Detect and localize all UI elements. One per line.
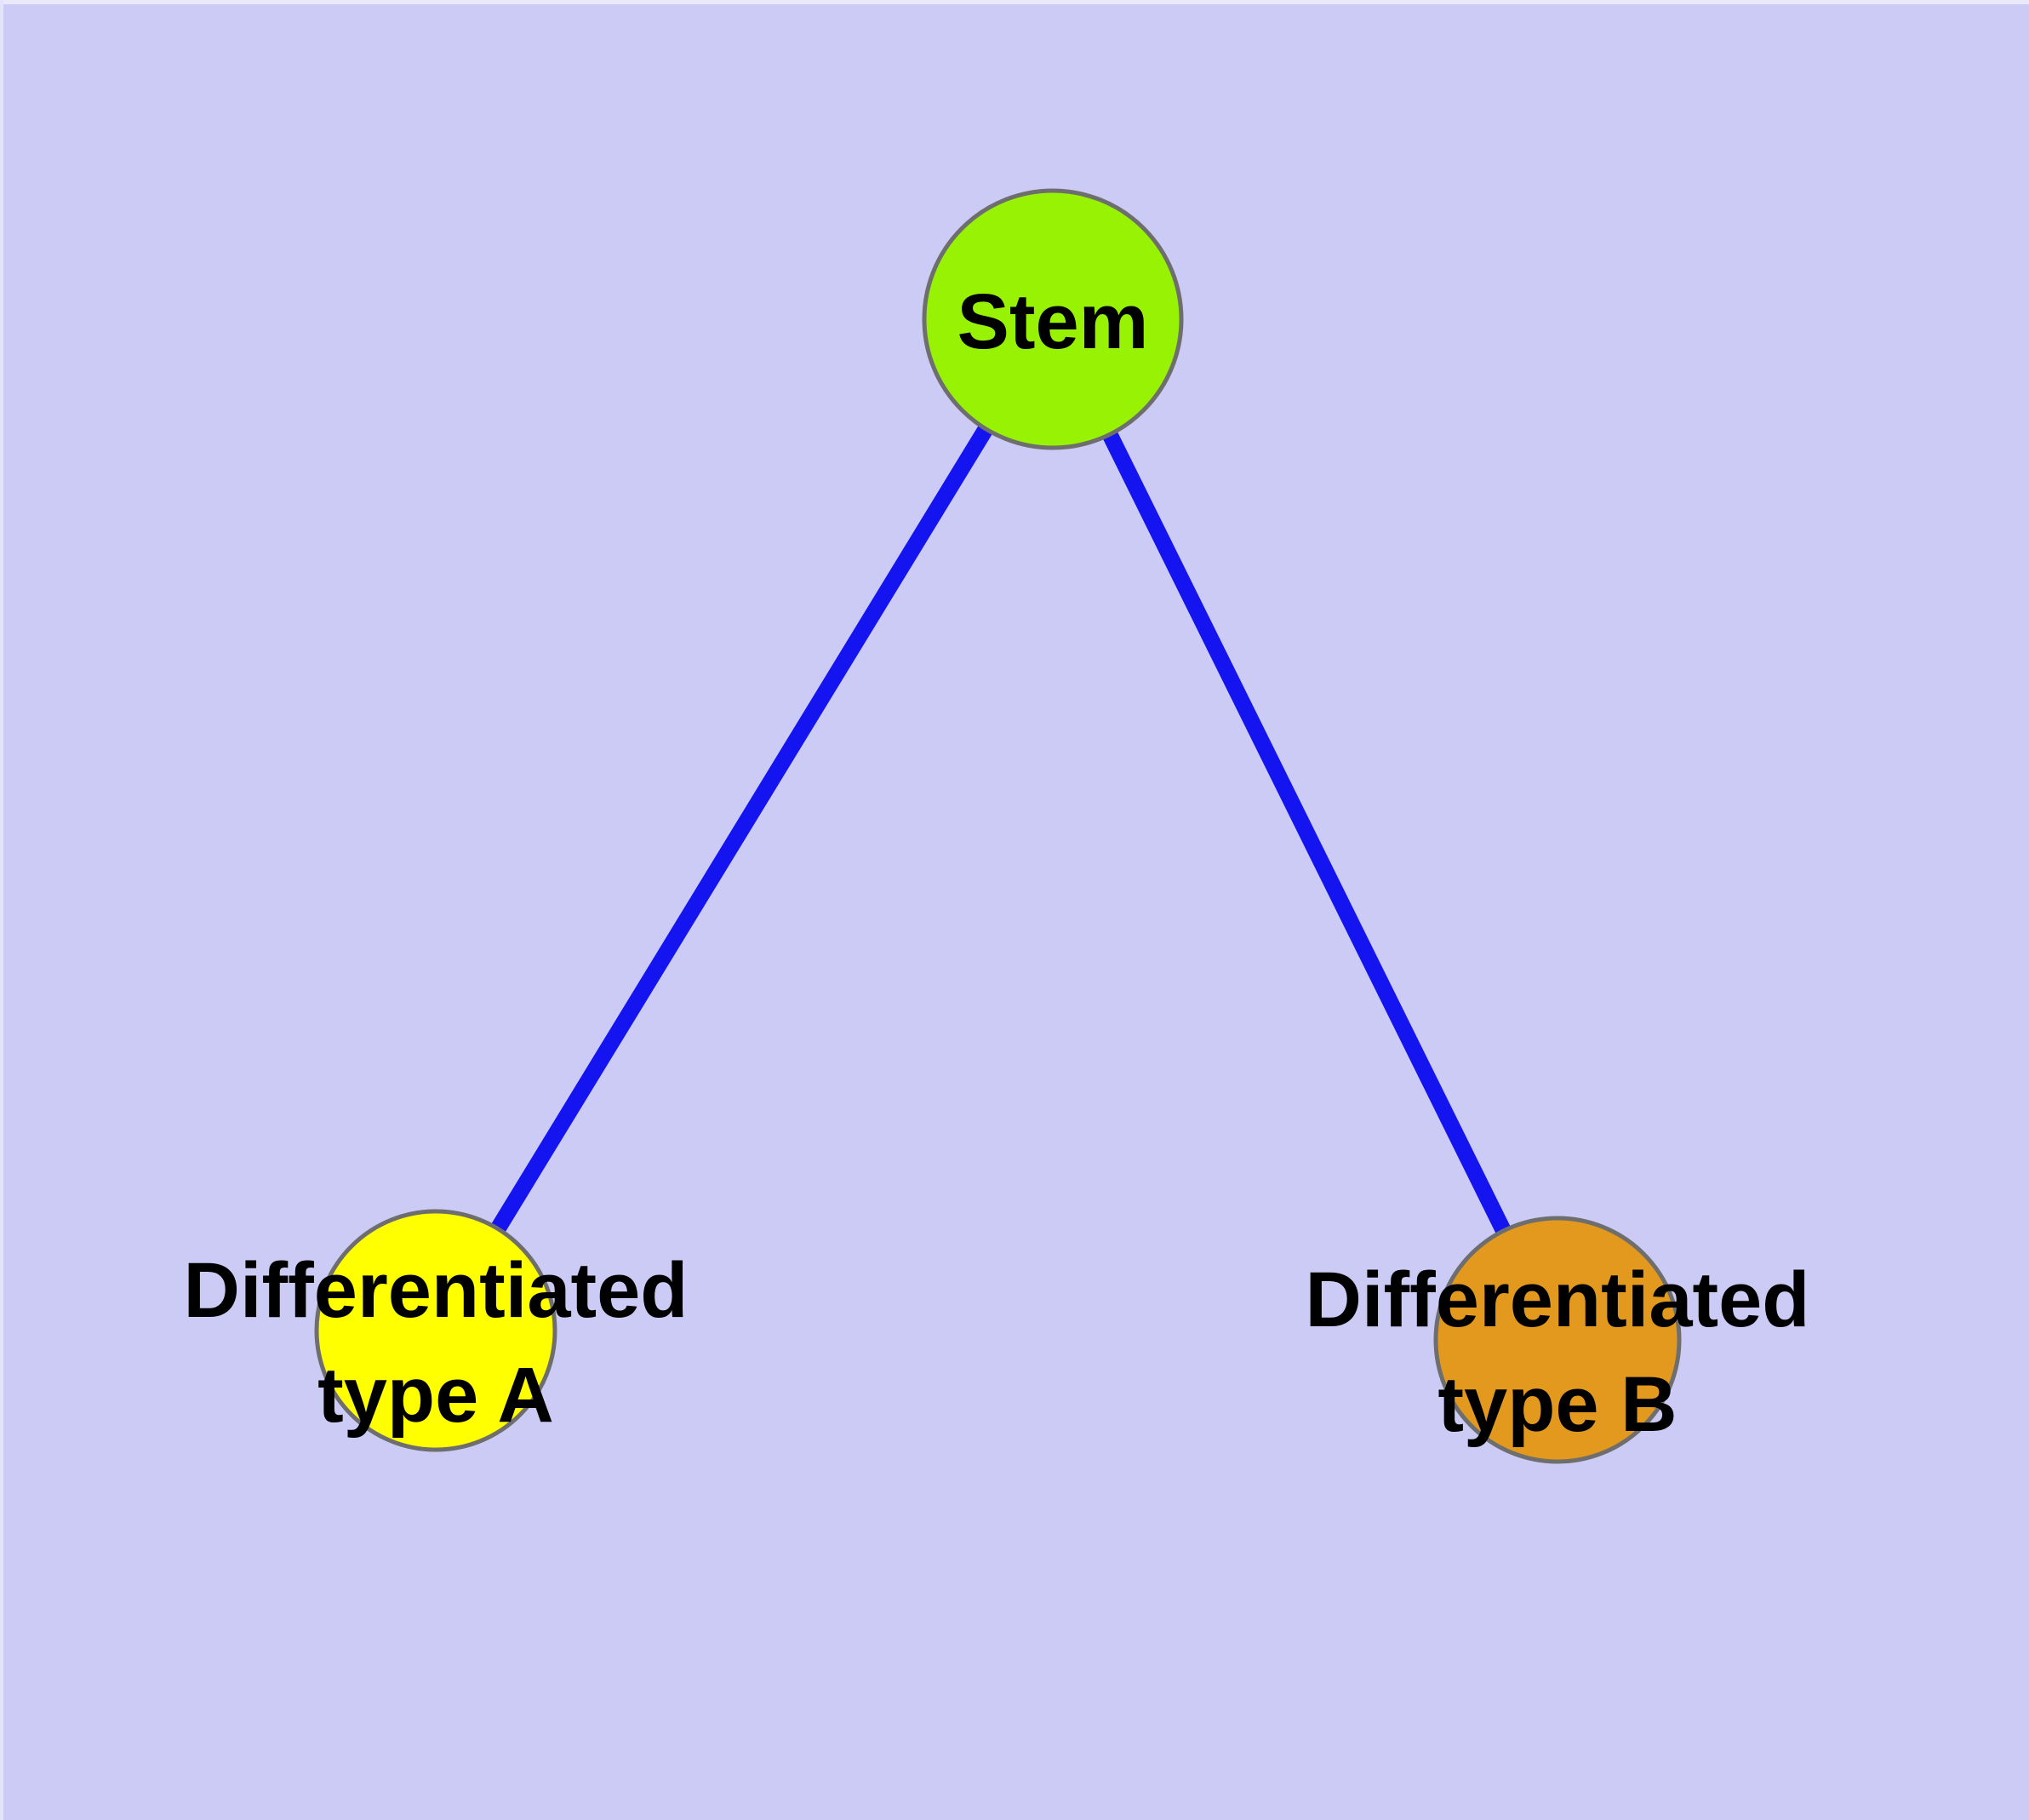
canvas-top-edge-highlight — [0, 0, 2029, 4]
node-circle-stem[interactable] — [922, 188, 1184, 450]
node-circle-diff-a[interactable] — [314, 1209, 557, 1452]
edges-layer — [428, 315, 1565, 1344]
edge-stem-diff-b — [1045, 315, 1565, 1344]
canvas-left-edge-highlight — [0, 0, 3, 1820]
edge-stem-diff-a — [428, 315, 1060, 1335]
graph-node-stem[interactable]: Stem — [922, 188, 1184, 450]
node-circle-diff-b[interactable] — [1433, 1216, 1682, 1464]
